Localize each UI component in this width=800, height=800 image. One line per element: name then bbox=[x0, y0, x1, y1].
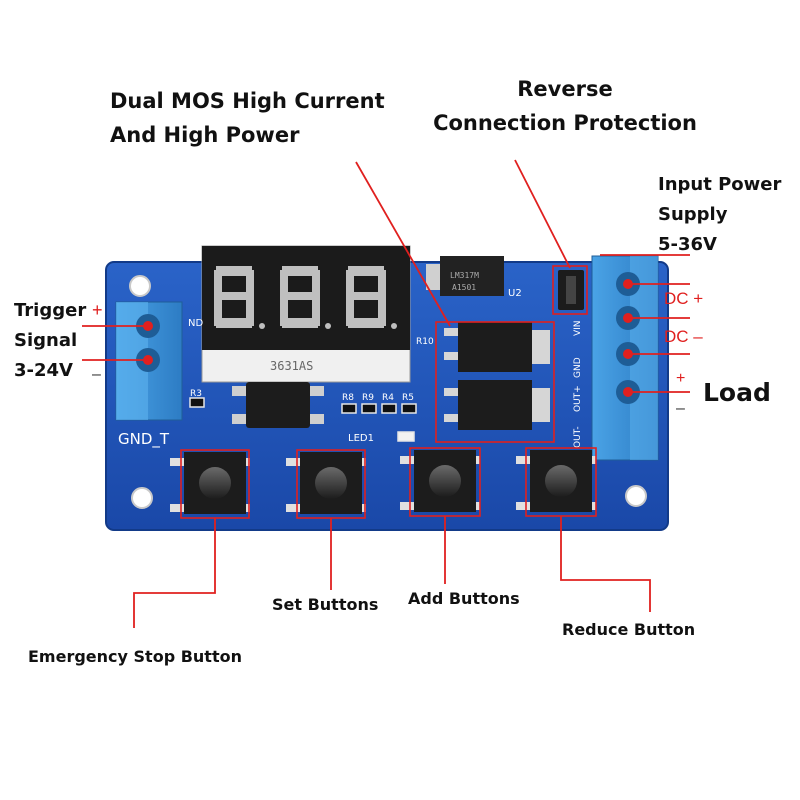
dc-plus-label: DC + bbox=[664, 289, 704, 308]
set-buttons-label: Set Buttons bbox=[272, 595, 379, 614]
dual-mos-label: Dual MOS High Current And High Power bbox=[110, 84, 385, 152]
trigger-minus: – bbox=[92, 366, 101, 383]
silk-gnd-t: GND_T bbox=[118, 430, 170, 449]
dual-mos-line-1: Dual MOS High Current bbox=[110, 89, 385, 113]
trigger-plus: + bbox=[92, 300, 103, 320]
regulator-marking-2: A1501 bbox=[452, 283, 476, 292]
input-power-line-1: Input Power bbox=[658, 174, 782, 195]
input-power-line-2: Supply bbox=[658, 204, 728, 225]
reverse-line-1: Reverse bbox=[517, 77, 613, 101]
reduce-switch[interactable] bbox=[516, 450, 596, 512]
set-switch[interactable] bbox=[286, 452, 366, 514]
silk-r3: R3 bbox=[190, 389, 202, 399]
silk-vin: VIN bbox=[573, 320, 583, 336]
load-minus: – bbox=[676, 400, 685, 417]
trigger-line-3: 3-24V bbox=[14, 360, 73, 381]
add-buttons-label: Add Buttons bbox=[408, 589, 520, 608]
dual-mos-line-2: And High Power bbox=[110, 123, 300, 147]
reverse-protection-label: Reverse Connection Protection bbox=[424, 72, 706, 140]
display-part-number: 3631AS bbox=[270, 359, 313, 373]
silk-nd: ND bbox=[188, 318, 203, 329]
smd-resistors bbox=[189, 397, 417, 442]
optocoupler-chip bbox=[232, 382, 324, 428]
add-switch[interactable] bbox=[400, 450, 480, 512]
silk-r9: R9 bbox=[362, 393, 374, 403]
trigger-signal-label: Trigger Signal 3-24V bbox=[14, 296, 86, 386]
dc-minus-label: DC – bbox=[664, 327, 703, 346]
emergency-stop-label: Emergency Stop Button bbox=[28, 647, 242, 666]
mount-hole bbox=[129, 275, 151, 297]
silk-r4: R4 bbox=[382, 393, 394, 403]
regulator-marking-1: LM317M bbox=[450, 271, 479, 280]
load-plus: + bbox=[676, 370, 686, 387]
silk-u2: U2 bbox=[508, 288, 522, 299]
emergency-stop-switch[interactable] bbox=[170, 452, 250, 514]
mount-hole bbox=[131, 487, 153, 509]
mosfet-upper bbox=[444, 322, 550, 372]
reduce-button-label: Reduce Button bbox=[562, 620, 696, 639]
silk-gnd: GND bbox=[573, 357, 583, 378]
silk-r5: R5 bbox=[402, 393, 414, 403]
terminal-markers bbox=[143, 279, 633, 397]
silk-led1: LED1 bbox=[348, 433, 374, 444]
load-label: Load bbox=[703, 378, 771, 407]
reverse-line-2: Connection Protection bbox=[433, 111, 697, 135]
mosfet-lower bbox=[444, 380, 550, 430]
trigger-line-1: Trigger bbox=[14, 300, 87, 321]
power-terminal-block bbox=[591, 255, 659, 461]
seven-segment-display: 3631AS bbox=[201, 245, 411, 383]
leader-lines bbox=[82, 159, 690, 628]
silk-r10: R10 bbox=[416, 337, 434, 347]
input-power-label: Input Power Supply 5-36V bbox=[658, 170, 781, 260]
silk-out-plus: OUT+ bbox=[573, 385, 583, 412]
voltage-regulator: LM317M A1501 bbox=[426, 256, 504, 296]
input-power-line-3: 5-36V bbox=[658, 234, 717, 255]
mount-hole bbox=[625, 485, 647, 507]
silk-out-minus: OUT- bbox=[573, 426, 583, 448]
silk-r8: R8 bbox=[342, 393, 354, 403]
trigger-line-2: Signal bbox=[14, 330, 78, 351]
protection-diode bbox=[558, 270, 584, 310]
